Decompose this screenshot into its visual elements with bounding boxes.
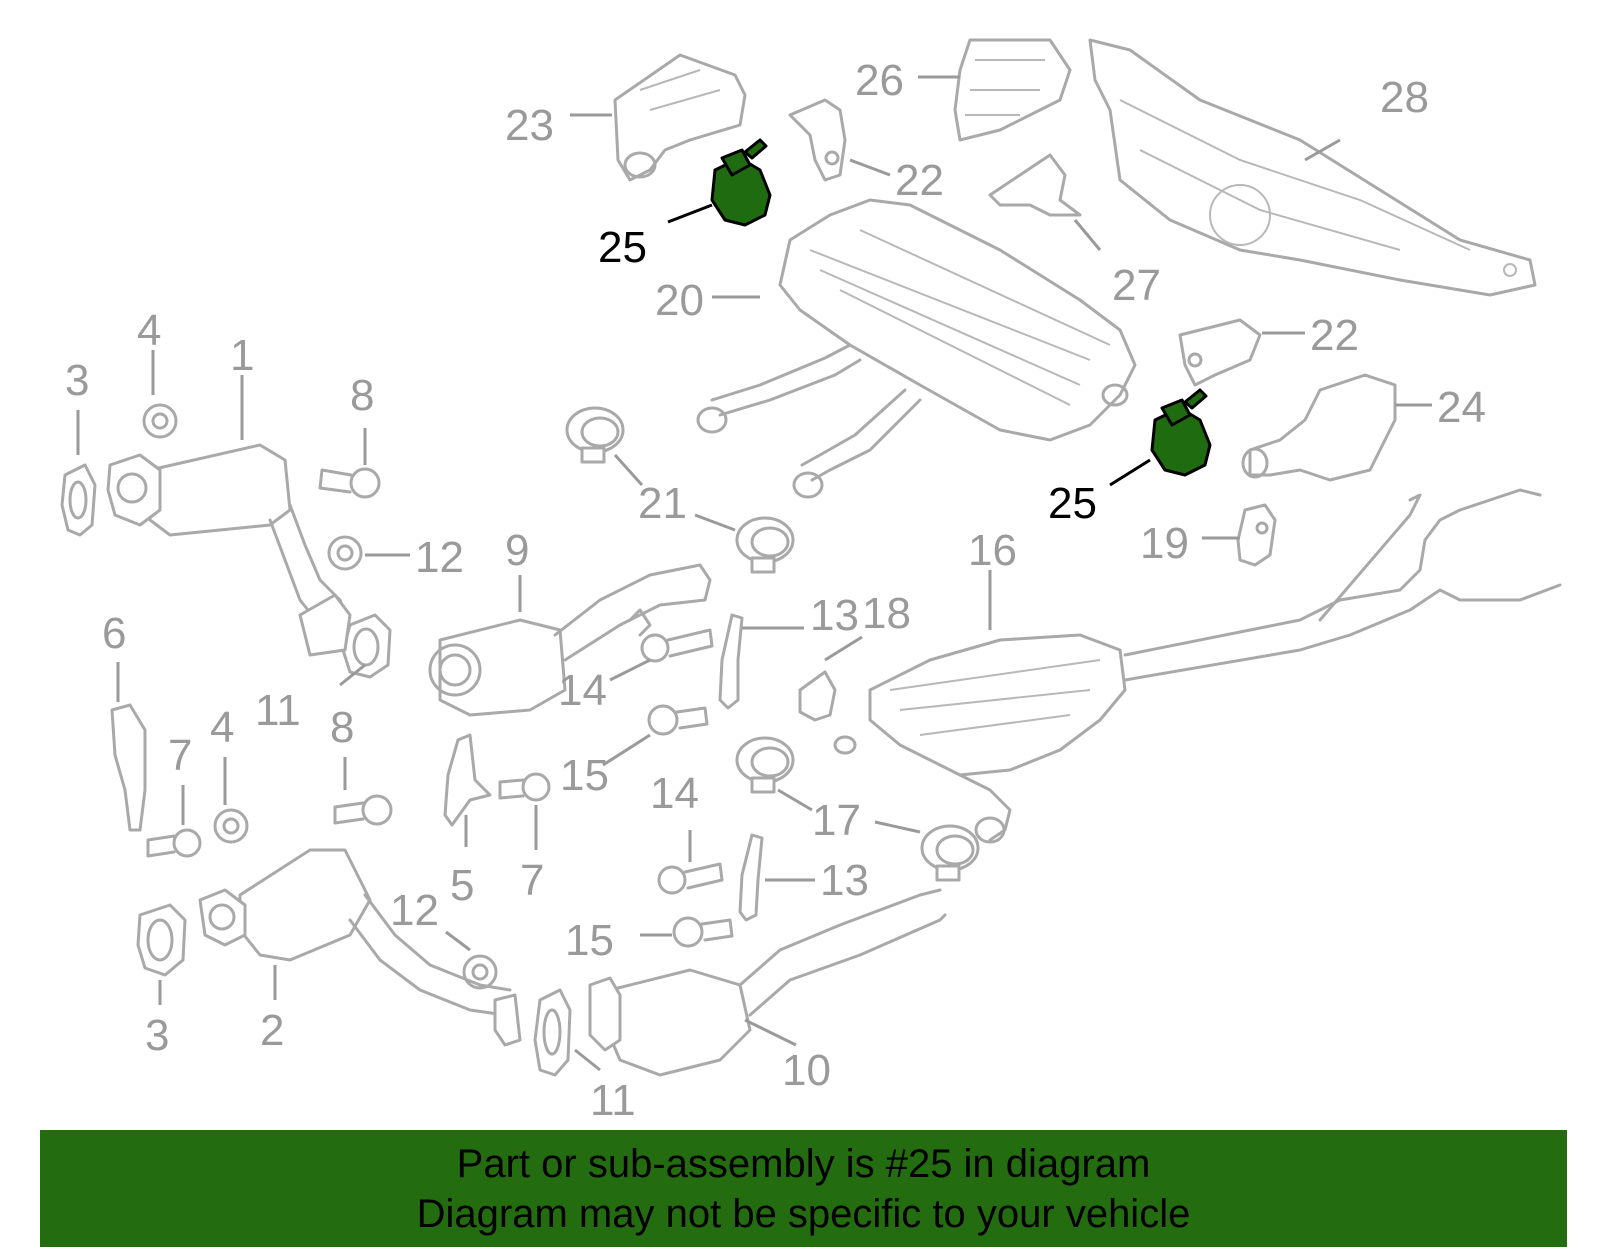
bolt-15-lower <box>672 916 734 948</box>
info-banner: Part or sub-assembly is #25 in diagram D… <box>40 1130 1567 1247</box>
exhaust-tip-24 <box>1241 373 1397 482</box>
callout-27: 27 <box>1112 261 1161 310</box>
callout-13-upper: 13 <box>810 591 859 640</box>
callout-3-lower: 3 <box>145 1011 169 1060</box>
callout-7-left: 7 <box>168 731 192 780</box>
callout-23: 23 <box>505 101 554 150</box>
rear-muffler-20 <box>696 198 1137 499</box>
callout-12-lower: 12 <box>390 886 439 935</box>
nut-12-lower <box>462 954 498 990</box>
callout-20: 20 <box>655 276 704 325</box>
hanger-13-upper <box>718 613 744 710</box>
clamp-17-lower <box>920 824 980 882</box>
callout-22-lower: 22 <box>1310 311 1359 360</box>
callout-14-upper: 14 <box>558 666 607 715</box>
catalytic-converter-2 <box>198 848 522 1047</box>
callout-14-lower: 14 <box>650 769 699 818</box>
catalytic-converter-10 <box>588 888 947 1077</box>
callout-25-lower: 25 <box>1048 479 1097 528</box>
hanger-13-lower <box>738 833 764 922</box>
bracket-5 <box>443 733 492 827</box>
banner-line-disclaimer: Diagram may not be specific to your vehi… <box>416 1191 1191 1236</box>
clamp-25-lower[interactable] <box>1150 388 1212 477</box>
gasket-3-upper <box>60 463 97 537</box>
clamp-21-upper <box>565 406 625 464</box>
bolt-7-left <box>146 828 202 858</box>
bolt-14-lower <box>657 862 724 895</box>
deflector-27 <box>988 153 1082 217</box>
callout-25-upper: 25 <box>598 223 647 272</box>
callout-11-lower: 11 <box>590 1076 636 1125</box>
callout-28: 28 <box>1380 73 1429 122</box>
clamp-25-upper[interactable] <box>710 138 772 227</box>
callout-12-upper: 12 <box>415 533 464 582</box>
bracket-22-upper <box>788 98 847 182</box>
nut-4-lower <box>213 808 249 844</box>
bolt-14-upper <box>640 628 714 663</box>
heat-shield-26 <box>953 38 1072 142</box>
callout-4-upper: 4 <box>137 306 161 355</box>
clamp-21-lower <box>735 516 795 574</box>
callout-labels: 23 26 28 22 27 20 22 24 21 19 16 13 18 1… <box>65 56 1486 1125</box>
exhaust-tip-23 <box>613 53 747 182</box>
callout-19: 19 <box>1140 519 1189 568</box>
callout-6: 6 <box>102 609 126 658</box>
gasket-11-lower <box>533 988 572 1077</box>
callout-21: 21 <box>638 479 687 528</box>
hanger-19 <box>1236 503 1277 567</box>
callout-4-lower: 4 <box>210 703 234 752</box>
callout-18: 18 <box>862 589 911 638</box>
callout-13-lower: 13 <box>820 856 869 905</box>
bolt-15-upper <box>647 704 709 736</box>
bracket-22-lower <box>1178 318 1262 387</box>
nut-12-upper <box>327 535 363 571</box>
gasket-11-upper <box>341 613 392 679</box>
stud-8-lower <box>333 794 393 826</box>
stud-8-upper <box>318 467 381 499</box>
callout-7-right: 7 <box>520 856 544 905</box>
banner-line-part: Part or sub-assembly is #25 in diagram <box>456 1141 1151 1186</box>
nut-4-upper <box>142 403 178 439</box>
callout-15-lower: 15 <box>565 916 614 965</box>
callout-5: 5 <box>450 861 474 910</box>
callout-9: 9 <box>505 526 529 575</box>
callout-16: 16 <box>968 526 1017 575</box>
callout-22-upper: 22 <box>895 156 944 205</box>
heat-shield-28 <box>1088 38 1537 297</box>
gasket-3-lower <box>136 903 187 977</box>
bracket-6 <box>110 703 147 832</box>
catalytic-converter-9 <box>428 563 712 717</box>
callout-1: 1 <box>230 331 254 380</box>
callout-26: 26 <box>855 56 904 105</box>
callout-8-upper: 8 <box>350 371 374 420</box>
callout-15-upper: 15 <box>560 751 609 800</box>
callout-11-upper: 11 <box>255 686 301 735</box>
callout-8-lower: 8 <box>330 703 354 752</box>
callout-2: 2 <box>260 1006 284 1055</box>
bolt-7-right <box>498 772 551 802</box>
bracket-18 <box>798 670 837 722</box>
leader-lines <box>76 75 1432 1072</box>
center-muffler-16 <box>833 488 1562 844</box>
callout-3-upper: 3 <box>65 356 89 405</box>
callout-17: 17 <box>812 796 861 845</box>
catalytic-converter-1 <box>106 443 352 657</box>
callout-10: 10 <box>782 1046 831 1095</box>
callout-24: 24 <box>1437 383 1486 432</box>
clamp-17-upper <box>735 736 795 794</box>
